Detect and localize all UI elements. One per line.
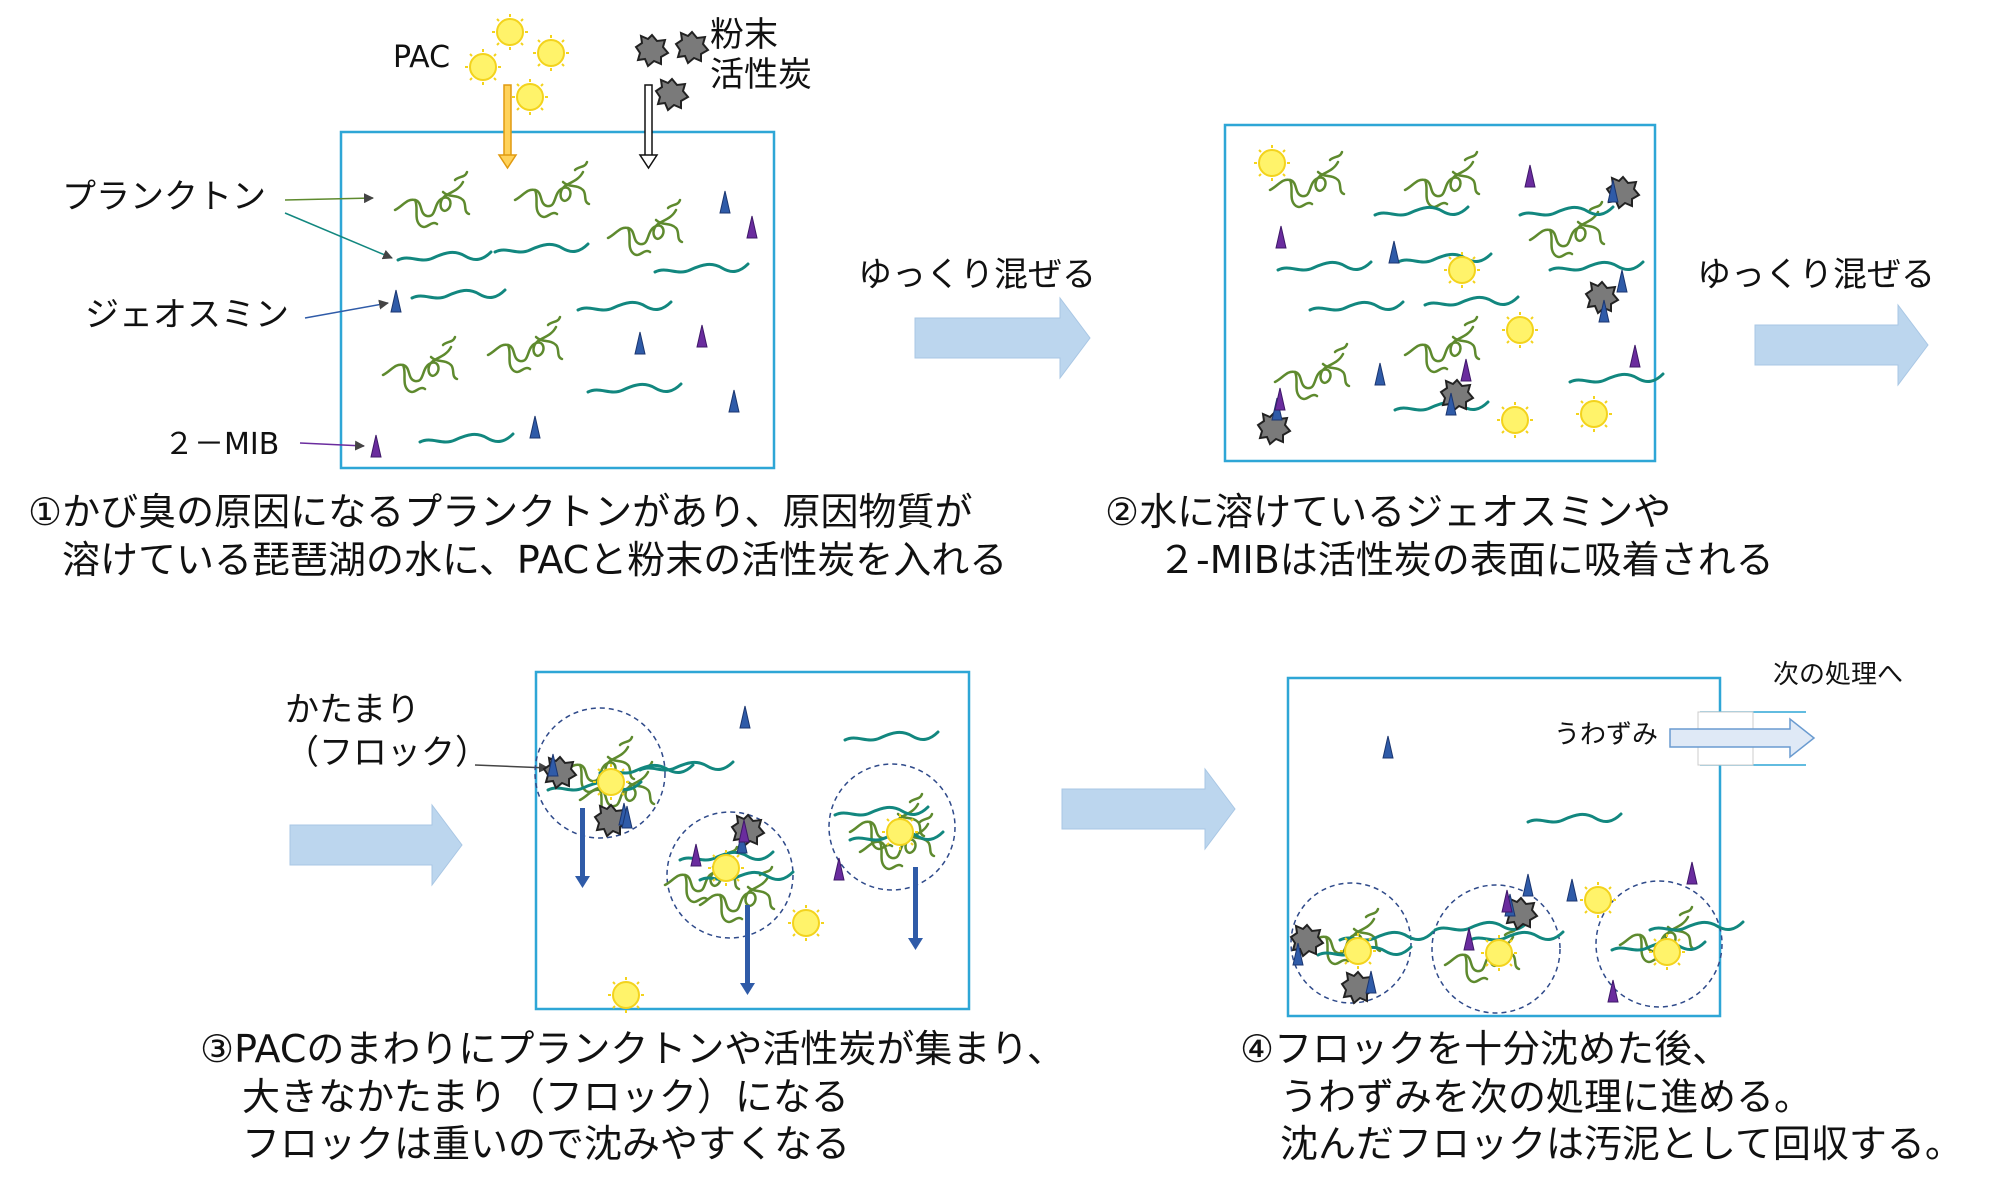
panel-2 [1223,123,1665,463]
caption-4-line3: 沈んだフロックは汚泥として回収する。 [1280,1122,1963,1166]
next-process-label: 次の処理へ [1773,660,1904,690]
floc-2 [663,811,795,939]
tank-1 [339,130,776,470]
pac-dosing-arrow [497,84,518,170]
process-arrow-3 [289,803,463,887]
panel-4 [1286,676,1816,1018]
supernatant-label: うわずみ [1554,720,1659,750]
pac-label: PAC [393,40,451,75]
sinking-arrows [575,808,923,995]
mib-pointer [299,440,365,451]
caption-1-line2: 溶けている琵琶湖の水に、PACと粉末の活性炭を入れる [62,538,1008,582]
geosmin-label: ジェオスミン [85,295,289,335]
settled-floc-3 [1595,880,1745,1008]
process-arrow-4 [1061,767,1236,851]
tank-3 [534,670,971,1011]
carbon-dosing-arrow [638,84,659,170]
caption-3-line2: 大きなかたまり（フロック）になる [242,1075,849,1119]
floc-label-line1: かたまり [285,690,420,730]
panel-3 [474,670,971,1014]
settled-floc-2 [1431,884,1565,1014]
plankton-pointer-2 [284,212,393,260]
floc-label-line2: （フロック） [285,733,489,773]
floc-3 [828,763,956,891]
plankton-label: プランクトン [62,177,266,217]
tank-2 [1223,123,1657,463]
caption-2-line2: ２-MIBは活性炭の表面に吸着される [1158,538,1774,582]
caption-4-line2: うわずみを次の処理に進める。 [1280,1075,1813,1119]
floc-1 [534,707,695,839]
process-arrow-1 [914,296,1091,380]
plankton-pointer-1 [284,193,374,204]
tank-4 [1286,676,1722,1018]
caption-3-line1: ③PACのまわりにプランクトンや活性炭が集まり、 [200,1027,1065,1071]
mib-label: ２－MIB [164,427,280,462]
mix-slowly-label-1: ゆっくり混ぜる [858,255,1096,295]
carbon-label-line1: 粉末 [710,15,778,55]
outlet-pipe [1669,711,1816,766]
process-arrow-2 [1754,303,1929,387]
caption-1-line1: ①かび臭の原因になるプランクトンがあり、原因物質が [28,490,973,534]
caption-4-line1: ④フロックを十分沈めた後、 [1240,1027,1731,1071]
panel-1 [284,13,776,470]
caption-3-line3: フロックは重いので沈みやすくなる [242,1122,851,1166]
settled-floc-1 [1290,882,1435,1004]
mix-slowly-label-2: ゆっくり混ぜる [1697,255,1935,295]
caption-2-line1: ②水に溶けているジェオスミンや [1105,490,1672,534]
geosmin-pointer [304,299,389,319]
carbon-label-line2: 活性炭 [710,55,812,95]
